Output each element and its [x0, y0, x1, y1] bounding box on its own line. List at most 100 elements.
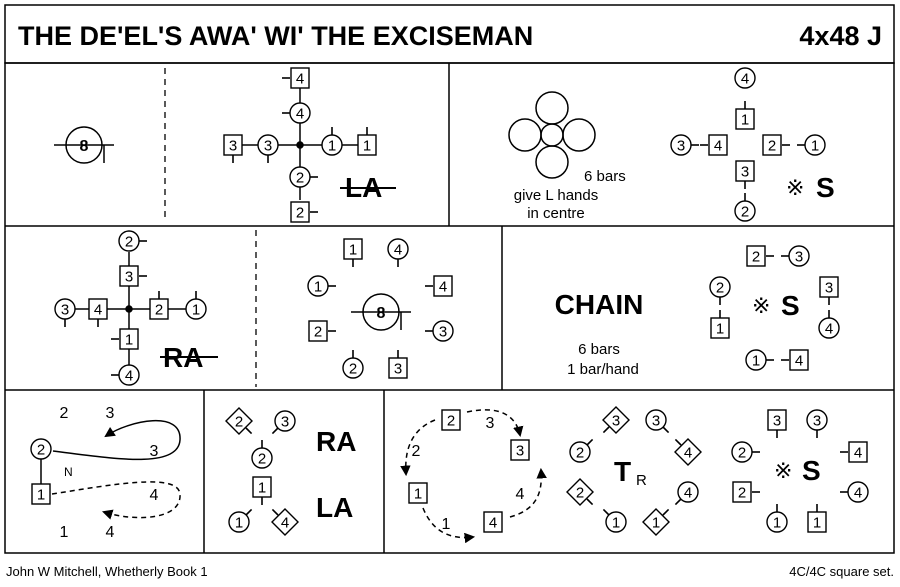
svg-text:4: 4	[125, 368, 133, 385]
turn-label: T	[614, 456, 631, 487]
svg-text:3: 3	[264, 138, 272, 155]
man-dancer: 4	[271, 508, 299, 536]
woman-dancer: 4	[674, 481, 699, 506]
woman-dancer: 2	[709, 276, 731, 305]
svg-text:2: 2	[752, 249, 760, 266]
set-description: 4C/4C square set.	[789, 564, 894, 579]
man-dancer: 1	[357, 127, 377, 156]
svg-text:2: 2	[155, 302, 163, 319]
man-dancer: 3	[510, 439, 530, 461]
man-dancer: 4	[88, 298, 108, 327]
woman-dancer: 1	[321, 127, 343, 156]
woman-dancer: 2	[342, 350, 364, 379]
svg-text:2: 2	[296, 205, 304, 222]
woman-dancer: 1	[745, 349, 774, 371]
woman-dancer: 3	[257, 134, 279, 163]
woman-dancer: 4	[282, 102, 311, 124]
man-dancer: 2	[762, 134, 790, 156]
svg-text:2: 2	[235, 414, 243, 431]
man-dancer: 3	[602, 406, 630, 434]
svg-text:3: 3	[229, 138, 237, 155]
circle-eight-figure-2: 8	[351, 293, 411, 331]
svg-text:2: 2	[716, 280, 724, 297]
dashed-dividers	[164, 68, 257, 387]
chain-note-bars: 6 bars	[578, 341, 620, 358]
svg-text:3: 3	[439, 324, 447, 341]
man-dancer: 1	[31, 483, 51, 505]
woman-dancer: 3	[781, 245, 810, 267]
svg-text:2: 2	[125, 234, 133, 251]
ra-label: RA	[316, 426, 356, 457]
circle-count: 8	[80, 138, 89, 155]
track-paths-figure	[40, 419, 181, 520]
man-dancer: 3	[119, 265, 147, 287]
svg-text:1: 1	[813, 515, 821, 532]
svg-text:2: 2	[447, 413, 455, 430]
svg-text:3: 3	[677, 138, 685, 155]
svg-text:3: 3	[612, 413, 620, 430]
man-dancer: 2	[308, 320, 336, 342]
row1-setting-dancers: 4 1 3 4 2 1 3 2	[670, 67, 826, 222]
svg-text:1: 1	[235, 515, 243, 532]
woman-dancer: 2	[118, 230, 147, 252]
svg-text:1: 1	[716, 321, 724, 338]
svg-text:2: 2	[296, 170, 304, 187]
man-dancer: 4	[840, 441, 868, 463]
svg-text:3: 3	[741, 164, 749, 181]
setting-label: S	[781, 290, 800, 321]
svg-text:1: 1	[125, 332, 133, 349]
svg-text:4: 4	[714, 138, 722, 155]
svg-text:3: 3	[281, 414, 289, 431]
path-step-number: 1	[442, 516, 451, 533]
man-dancer: 2	[225, 407, 253, 435]
man-dancer: 3	[767, 409, 787, 438]
svg-text:1: 1	[612, 515, 620, 532]
man-dancer: 4	[700, 134, 728, 156]
svg-text:4: 4	[741, 71, 749, 88]
la-label: LA	[316, 492, 353, 523]
svg-text:2: 2	[768, 138, 776, 155]
round-the-set-figure	[400, 409, 547, 544]
setting-symbol: ※	[752, 293, 770, 318]
svg-text:1: 1	[811, 138, 819, 155]
woman-dancer: 4	[387, 238, 409, 267]
svg-text:4: 4	[795, 353, 803, 370]
svg-text:2: 2	[37, 442, 45, 459]
svg-text:1: 1	[773, 515, 781, 532]
woman-dancer: 2	[251, 440, 273, 469]
svg-text:1: 1	[192, 302, 200, 319]
woman-dancer: 3	[806, 409, 828, 438]
man-dancer: 4	[282, 67, 310, 89]
note-hands-line-1: give L hands	[514, 187, 599, 204]
man-dancer: 3	[388, 350, 408, 379]
svg-text:3: 3	[516, 443, 524, 460]
chain-note-per-hand: 1 bar/hand	[567, 361, 639, 378]
man-dancer: 1	[408, 482, 428, 504]
note-bars: 6 bars	[584, 168, 626, 185]
woman-dancer: 1	[797, 134, 826, 156]
row3-track-dancers: 21	[30, 438, 52, 505]
setting-symbol: ※	[774, 458, 792, 483]
svg-text:3: 3	[795, 249, 803, 266]
woman-dancer: 2	[734, 193, 756, 222]
svg-text:1: 1	[741, 112, 749, 129]
man-dancer: 2	[732, 481, 760, 503]
woman-dancer: 4	[734, 67, 756, 89]
turn-subscript: R	[636, 472, 647, 489]
woman-dancer: 4	[818, 310, 840, 339]
man-dancer: 2	[441, 409, 461, 431]
woman-dancer: 3	[670, 134, 699, 156]
path-step-number: 4	[150, 487, 159, 504]
svg-text:2: 2	[576, 485, 584, 502]
path-step-number: 1	[60, 524, 69, 541]
note-hands-line-2: in centre	[527, 205, 585, 222]
woman-dancer: 2	[289, 166, 318, 188]
svg-text:3: 3	[394, 361, 402, 378]
man-dancer: 2	[746, 245, 774, 267]
svg-text:3: 3	[773, 413, 781, 430]
man-dancer: 1	[807, 504, 827, 533]
